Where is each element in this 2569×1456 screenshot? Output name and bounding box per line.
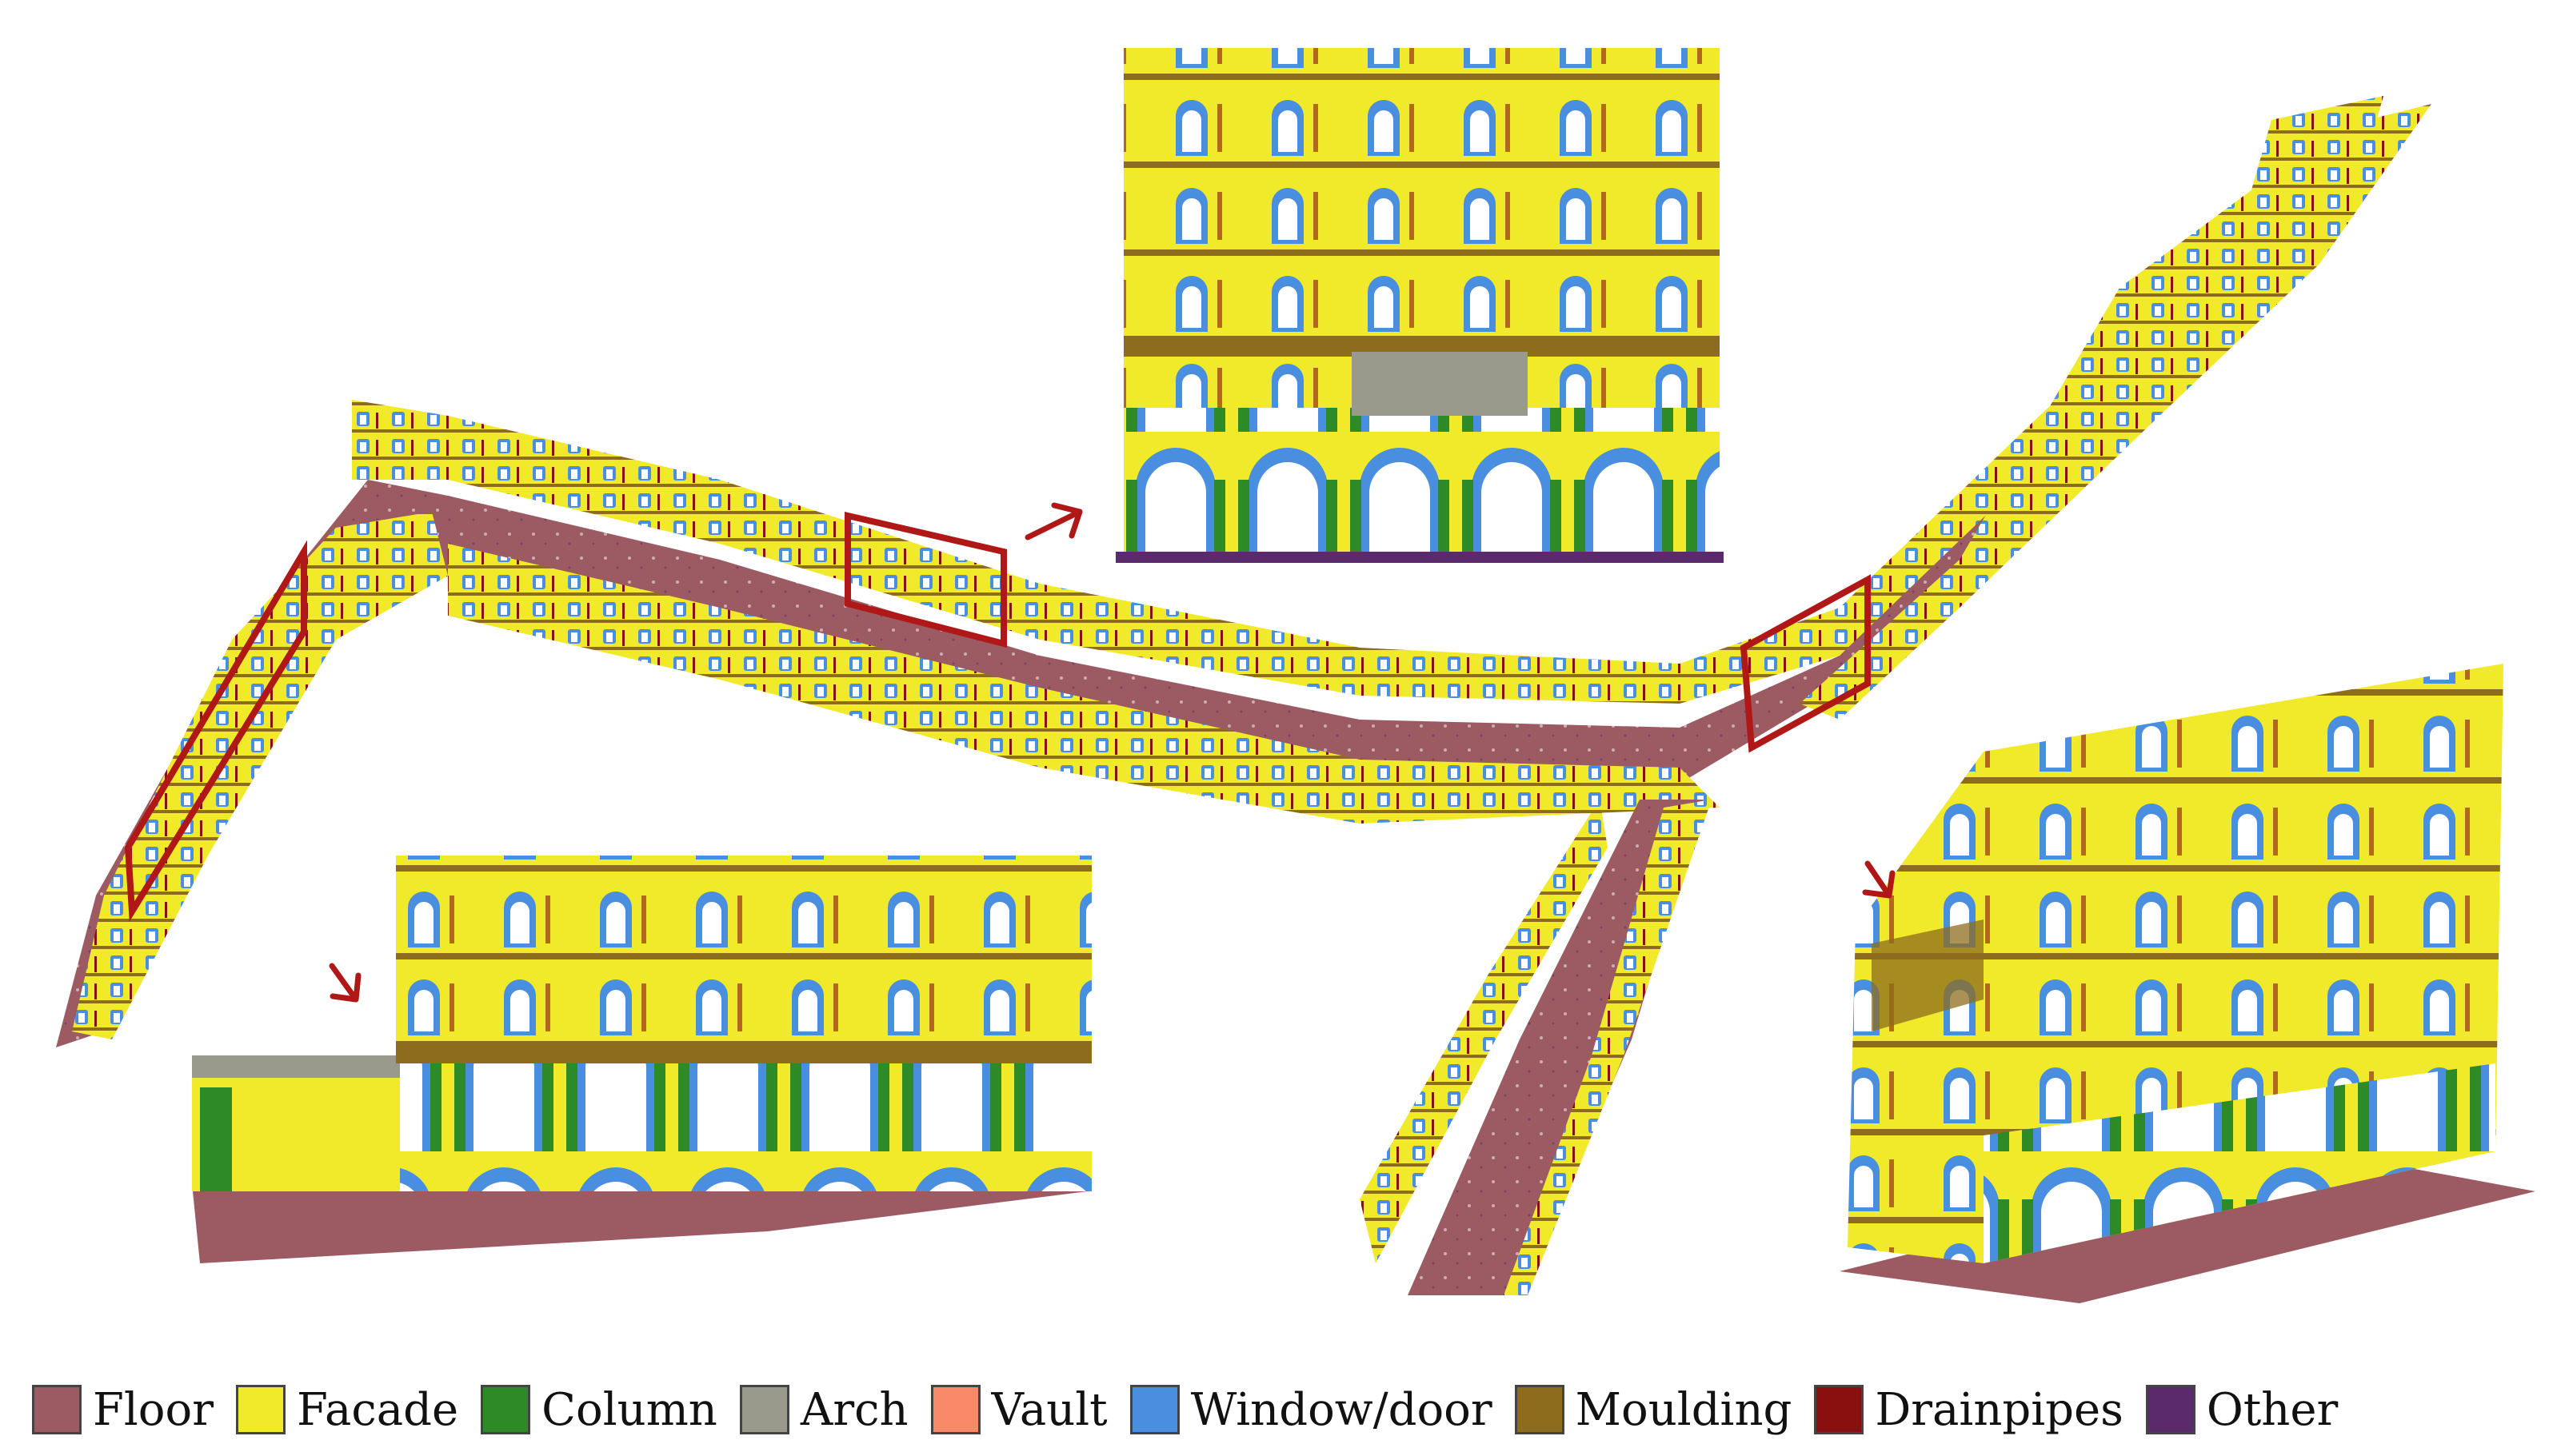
street-facade-north (352, 96, 2383, 704)
detail-top-arch-balcony (1352, 352, 1528, 416)
street-branch-facade-west (1360, 800, 1608, 1263)
detail-br-moulding-band (1872, 919, 1984, 1031)
detail-bl-arcade (396, 1063, 1092, 1191)
legend-item: Drainpipes (1814, 1384, 2124, 1436)
legend-item: Facade (235, 1383, 459, 1436)
highlight-box-right (1740, 574, 1871, 753)
legend-item: Moulding (1514, 1383, 1792, 1436)
legend-swatch (32, 1385, 82, 1434)
legend-swatch (739, 1385, 789, 1434)
legend-label: Window/door (1190, 1383, 1492, 1436)
street-facade-east (1800, 104, 2431, 720)
detail-bl-annex-arch (192, 1055, 400, 1078)
legend-swatch (2145, 1385, 2195, 1434)
arrow-icon (1862, 860, 1896, 899)
legend-swatch (1129, 1385, 1180, 1434)
legend-label: Column (541, 1383, 717, 1436)
street-branch-facade-east (1504, 800, 1712, 1295)
legend-item: Vault (930, 1383, 1108, 1436)
detail-bl-annex-column (200, 1087, 232, 1191)
street-overview (56, 96, 2431, 1295)
legend-label: Vault (991, 1383, 1108, 1436)
highlight-box-center (845, 511, 1007, 648)
highlight-box-left (124, 540, 307, 922)
detail-view-bottom-left (192, 856, 1092, 1263)
arrow-icon (329, 963, 362, 1003)
highlight-boxes (124, 511, 1871, 922)
legend-swatch (481, 1385, 531, 1434)
legend-swatch (1514, 1385, 1564, 1434)
street-facade-south (72, 512, 448, 1039)
detail-view-bottom-right (1840, 664, 2535, 1303)
detail-top-arcade (1124, 408, 1720, 560)
legend-item: Window/door (1129, 1383, 1492, 1436)
legend-label: Moulding (1575, 1383, 1792, 1436)
legend: Floor Facade Column Arch Vault Window/door Mou… (32, 1374, 2543, 1446)
legend-item: Other (2145, 1383, 2339, 1436)
street-branch-floor (1408, 800, 1704, 1295)
legend-item: Column (481, 1384, 717, 1436)
legend-label: Other (2206, 1383, 2339, 1436)
legend-item: Floor (32, 1384, 214, 1436)
legend-label: Facade (296, 1383, 459, 1436)
legend-swatch (930, 1385, 981, 1434)
legend-item: Arch (739, 1383, 909, 1436)
arrow-icon (1025, 502, 1083, 541)
detail-view-top (1116, 48, 1724, 563)
legend-label: Floor (93, 1383, 214, 1436)
legend-swatch (1814, 1385, 1864, 1434)
legend-label: Drainpipes (1875, 1383, 2124, 1436)
detail-top-floor (1116, 552, 1724, 563)
detail-br-floor (1840, 1151, 2535, 1303)
detail-br-arcade (1984, 1063, 2495, 1263)
legend-label: Arch (800, 1383, 909, 1436)
legend-swatch (235, 1385, 286, 1434)
street-facade-lower (448, 544, 1720, 824)
detail-bl-moulding (396, 1047, 1092, 1063)
